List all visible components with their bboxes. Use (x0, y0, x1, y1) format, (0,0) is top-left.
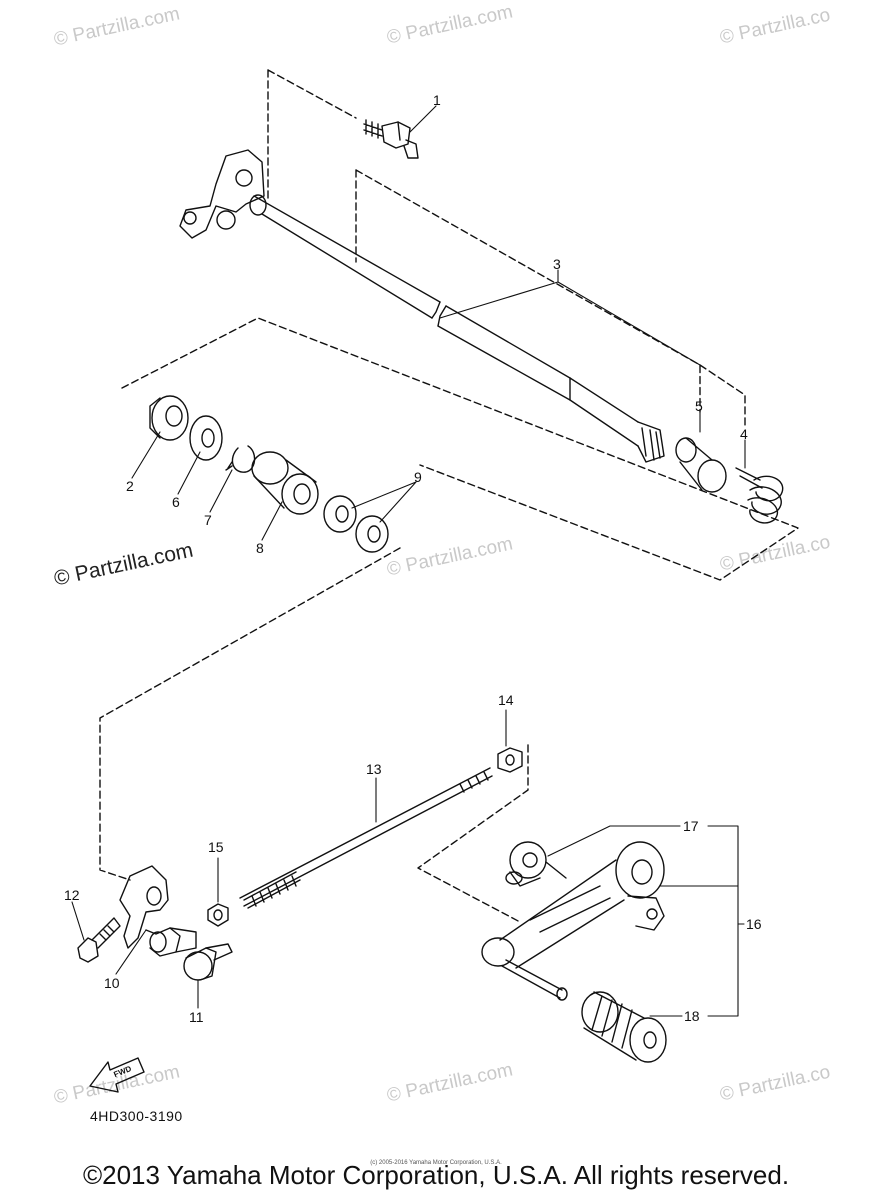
callout-11: 11 (189, 1009, 204, 1025)
part-seal-2 (149, 395, 189, 441)
part-circlip-7 (225, 445, 256, 473)
part-spring-4 (735, 467, 784, 524)
part-washer-6 (189, 415, 223, 461)
callout-1: 1 (433, 92, 441, 108)
forward-arrow-icon (89, 1057, 145, 1093)
part-shift-arm-10 (119, 865, 197, 957)
part-bolt-12 (77, 917, 121, 963)
callout-9: 9 (414, 469, 422, 485)
part-nut-15 (207, 903, 229, 927)
leader-lines (71, 105, 746, 1017)
part-bushing-8 (251, 451, 319, 515)
callout-13: 13 (366, 761, 382, 777)
callout-3: 3 (553, 256, 561, 272)
part-pedal-rubber-18 (581, 991, 667, 1063)
copyright-text: ©2013 Yamaha Motor Corporation, U.S.A. A… (82, 1160, 790, 1190)
callout-16: 16 (746, 916, 762, 932)
tiny-notice: (c) 2005-2016 Yamaha Motor Corporation, … (370, 1160, 502, 1166)
callout-14: 14 (498, 692, 514, 708)
assembly-outline (267, 69, 357, 201)
part-shift-shaft-3 (179, 149, 665, 463)
callout-15: 15 (208, 839, 224, 855)
part-shift-rod-13 (239, 767, 493, 909)
assembly-outline (417, 744, 529, 923)
assembly-outline (99, 547, 401, 881)
callout-2: 2 (126, 478, 134, 494)
diagram-code: 4HD300-3190 (90, 1108, 183, 1124)
assembly-outline (121, 317, 799, 581)
callout-labels: 1 3 5 4 2 6 7 8 9 14 13 17 15 12 16 10 1… (64, 92, 762, 1079)
callout-17: 17 (683, 818, 699, 834)
part-oil-seal-9 (323, 495, 389, 553)
part-bolt-1 (363, 119, 419, 159)
part-joint-17 (505, 841, 567, 887)
fwd-label: FWD (112, 1064, 132, 1079)
callout-8: 8 (256, 540, 264, 556)
callout-4: 4 (740, 426, 748, 442)
callout-6: 6 (172, 494, 180, 510)
callout-10: 10 (104, 975, 120, 991)
callout-12: 12 (64, 887, 80, 903)
callout-18: 18 (684, 1008, 700, 1024)
callout-7: 7 (204, 512, 212, 528)
callout-5: 5 (695, 398, 703, 414)
part-shift-pedal-16 (481, 841, 665, 1001)
part-nut-14 (497, 747, 523, 773)
part-collar-5 (675, 437, 727, 493)
